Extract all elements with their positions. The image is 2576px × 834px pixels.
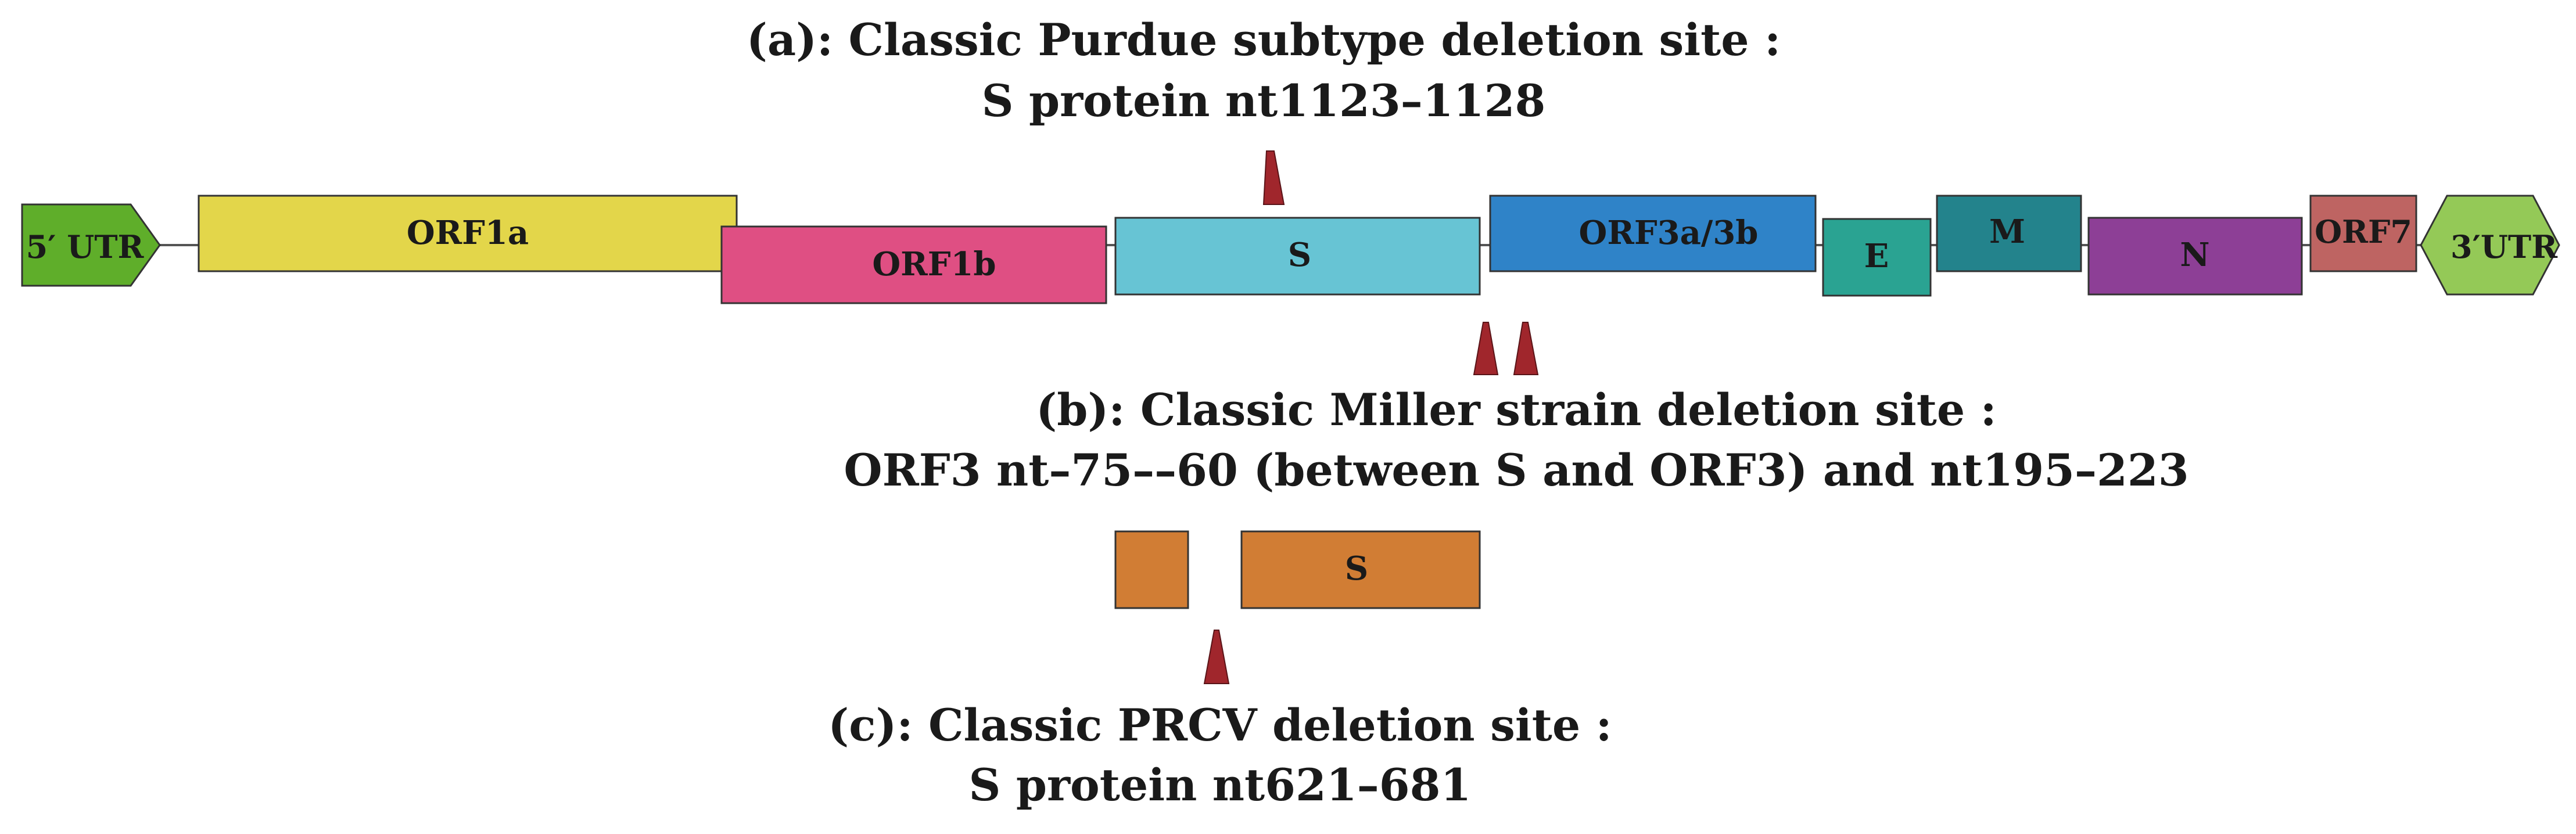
gene-m-box bbox=[1936, 195, 2082, 272]
prcv-s-label: S bbox=[1345, 549, 1368, 588]
gene-5utr: 5′ UTR bbox=[21, 203, 161, 287]
gene-orf1a-label: ORF1a bbox=[407, 214, 529, 252]
gene-3utr: 3′UTR bbox=[2420, 195, 2560, 296]
gene-n-box bbox=[2087, 217, 2303, 296]
gene-e: E bbox=[1822, 218, 1932, 297]
gene-3utr-shape bbox=[2420, 195, 2560, 296]
annotation-c-detail: S protein nt621–681 bbox=[969, 759, 1472, 811]
gene-5utr-label: 5′ UTR bbox=[26, 228, 145, 265]
gene-n: N bbox=[2087, 217, 2303, 296]
deletion-marker-b1-icon bbox=[1473, 322, 1499, 375]
prcv-s-fragment: S bbox=[1114, 530, 1481, 609]
gene-orf1a: ORF1a bbox=[198, 195, 738, 272]
gene-s-box bbox=[1114, 217, 1481, 296]
prcv-s-left-box bbox=[1114, 530, 1189, 609]
gene-m-label: M bbox=[1989, 213, 2025, 251]
annotation-c-title: (c): Classic PRCV deletion site : bbox=[828, 699, 1612, 751]
gene-orf3-box bbox=[1489, 195, 1817, 272]
gene-orf1a-box bbox=[198, 195, 738, 272]
gene-orf3: ORF3a/3b bbox=[1489, 195, 1817, 272]
deletion-marker-a-icon bbox=[1262, 150, 1285, 205]
gene-s: S bbox=[1114, 217, 1481, 296]
gene-orf1b-box bbox=[720, 225, 1107, 304]
gene-n-label: N bbox=[2180, 236, 2209, 274]
deletion-marker-c-icon bbox=[1203, 630, 1230, 684]
gene-orf7-box bbox=[2309, 195, 2417, 272]
gene-e-label: E bbox=[1864, 237, 1889, 275]
gene-m: M bbox=[1936, 195, 2082, 272]
annotation-b-detail: ORF3 nt–75––60 (between S and ORF3) and … bbox=[844, 444, 2188, 496]
annotation-a-title: (a): Classic Purdue subtype deletion sit… bbox=[747, 14, 1781, 66]
annotation-b-title: (b): Classic Miller strain deletion site… bbox=[1036, 384, 1996, 436]
annotation-a-detail: S protein nt1123–1128 bbox=[982, 75, 1546, 127]
gene-orf7: ORF7 bbox=[2309, 195, 2417, 272]
prcv-s-right-box bbox=[1240, 530, 1481, 609]
gene-s-label: S bbox=[1288, 236, 1311, 274]
gene-orf1b-label: ORF1b bbox=[872, 245, 996, 283]
gene-3utr-label: 3′UTR bbox=[2451, 228, 2558, 265]
gene-5utr-shape bbox=[21, 203, 161, 287]
gene-e-box bbox=[1822, 218, 1932, 297]
gene-orf3-label: ORF3a/3b bbox=[1579, 214, 1759, 252]
gene-orf7-label: ORF7 bbox=[2315, 213, 2412, 250]
gene-orf1b: ORF1b bbox=[720, 225, 1107, 304]
deletion-marker-b2-icon bbox=[1513, 322, 1539, 375]
